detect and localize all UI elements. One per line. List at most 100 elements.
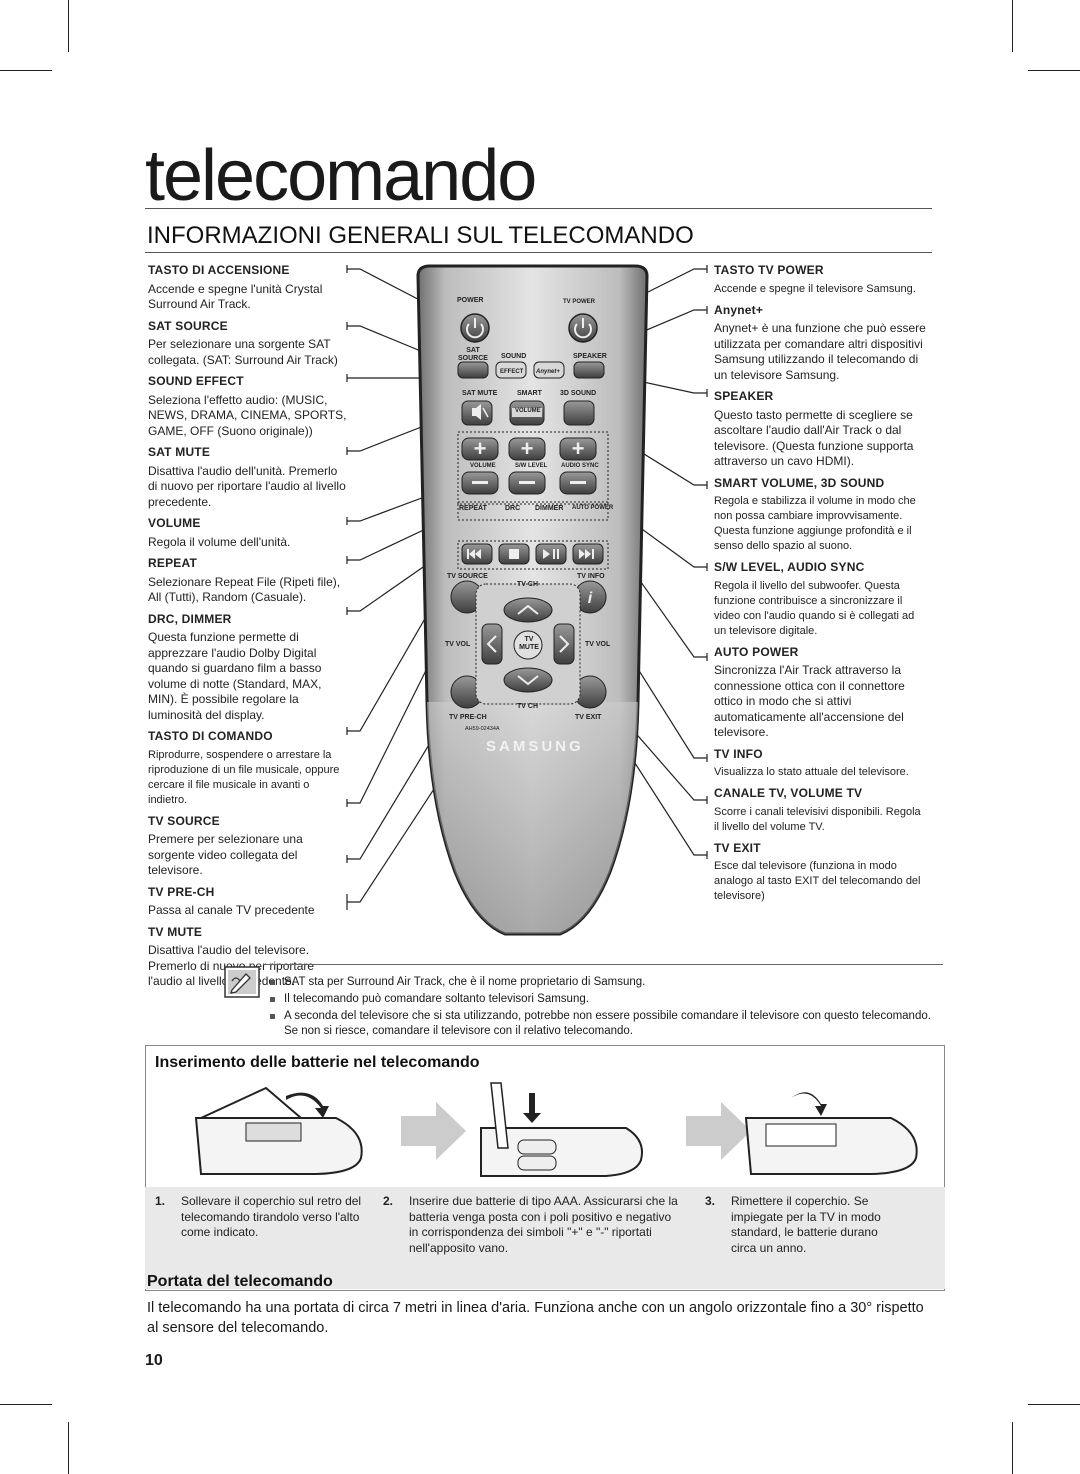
remote-label-tv-vol-left: TV VOL (445, 641, 471, 648)
list-item: TV EXIT Esce dal televisore (funziona in … (714, 841, 926, 905)
item-desc: Premere per selezionare una sorgente vid… (148, 832, 303, 877)
remote-label-tv-pre-ch: TV PRE-CH (449, 714, 487, 721)
crop-mark (0, 70, 52, 71)
page-number: 10 (145, 1352, 163, 1369)
notes-list: SAT sta per Surround Air Track, che è il… (268, 975, 938, 1041)
item-title: VOLUME (148, 516, 201, 530)
item-title: AUTO POWER (714, 644, 799, 659)
remote-label-sw-level: S/W LEVEL (515, 463, 548, 469)
item-title: TV SOURCE (148, 813, 220, 828)
item-desc: Regola il volume dell'unità. (148, 534, 291, 549)
item-title: REPEAT (148, 556, 197, 570)
list-item: REPEAT Selezionare Repeat File (Ripeti fi… (148, 556, 348, 606)
play-pause-icon (535, 543, 567, 565)
step-number: 1. (155, 1194, 166, 1208)
arrow-right-icon (686, 1102, 751, 1160)
remote-model-number: AH59-02434A (465, 726, 500, 732)
note-icon (224, 966, 260, 998)
power-icon (460, 313, 490, 343)
item-title: TV INFO (714, 746, 763, 761)
item-desc: Questa funzione permette di apprezzare l… (148, 630, 322, 722)
volume-minus-icon (461, 471, 499, 495)
item-title: TASTO DI COMANDO (148, 729, 273, 743)
item-desc: Scorre i canali televisivi disponibili. … (714, 805, 921, 833)
remote-back-illustration-3 (744, 1092, 918, 1175)
battery-illustrations (194, 1082, 918, 1177)
item-desc: Disattiva l'audio dell'unità. Premerlo d… (148, 463, 346, 509)
item-desc: Visualizza lo stato attuale del televiso… (714, 766, 909, 778)
crop-mark (68, 0, 69, 52)
sw-level-plus-icon: + (508, 436, 546, 461)
step-text: Rimettere il coperchio. Se impiegate per… (731, 1194, 881, 1255)
item-title: SPEAKER (714, 389, 774, 403)
remote-label-sound: SOUND (501, 353, 527, 360)
stop-icon (498, 543, 530, 565)
remote-label-tv-vol-right: TV VOL (585, 641, 611, 648)
remote-label-3d-sound: 3D SOUND (560, 390, 597, 397)
remote-label-tv-source: TV SOURCE (447, 573, 488, 580)
previous-icon (461, 543, 493, 565)
info-icon: i (588, 590, 593, 607)
next-icon (572, 543, 604, 565)
list-item: DRC, DIMMER Questa funzione permette di a… (148, 612, 348, 724)
range-section-title: Portata del telecomando (147, 1273, 333, 1290)
remote-back-illustration-2 (480, 1082, 643, 1177)
divider (145, 208, 932, 209)
battery-section-title: Inserimento delle batterie nel telecoman… (155, 1054, 480, 1071)
remote-label-anynet: Anynet+ (536, 369, 560, 375)
item-desc: Sincronizza l'Air Track attraverso la co… (714, 663, 905, 739)
remote-label-tv-exit: TV EXIT (575, 714, 602, 721)
crop-mark (1028, 1404, 1080, 1405)
item-title: TV EXIT (714, 840, 761, 855)
remote-label-audio-sync: AUDIO SYNC (561, 463, 599, 469)
channel-down-icon (503, 667, 553, 693)
item-desc: Per selezionare una sorgente SAT collega… (148, 337, 338, 367)
item-title: TV MUTE (148, 924, 203, 939)
note-item: SAT sta per Surround Air Track, che è il… (268, 975, 938, 990)
item-title: DRC, DIMMER (148, 611, 232, 626)
remote-label-tv-ch-bottom: TV CH (517, 703, 538, 710)
mute-icon (472, 404, 489, 420)
list-item: VOLUME Regola il volume dell'unità. (148, 516, 348, 550)
item-desc: Seleziona l'effetto audio: (MUSIC, NEWS,… (148, 392, 347, 438)
crop-mark (68, 1422, 69, 1474)
arrow-right-icon (401, 1102, 466, 1160)
remote-label-power: POWER (457, 297, 484, 304)
remote-label-volume-smart: VOLUME (515, 408, 541, 414)
item-desc: Questo tasto permette di scegliere se as… (714, 407, 914, 469)
note-item: A seconda del televisore che si sta util… (268, 1009, 938, 1039)
volume-up-icon (553, 623, 575, 665)
item-desc: Anynet+ è una funzione che può essere ut… (714, 321, 926, 382)
range-section-text: Il telecomando ha una portata di circa 7… (147, 1300, 924, 1336)
tv-power-icon (568, 313, 598, 343)
item-desc: Esce dal televisore (funziona in modo an… (714, 860, 921, 902)
remote-label-tv-mute: TV MUTE (519, 636, 539, 651)
step-text: Sollevare il coperchio sul retro del tel… (181, 1194, 362, 1239)
volume-plus-icon: + (461, 436, 499, 461)
item-desc: Accende e spegne l'unità Crystal Surroun… (148, 281, 323, 312)
item-title: TASTO TV POWER (714, 263, 824, 277)
remote-label-drc: DRC (505, 505, 521, 512)
remote-label-repeat: REPEAT (459, 505, 487, 512)
item-desc: Selezionare Repeat File (Ripeti file), A… (148, 574, 341, 605)
list-item: TV INFO Visualizza lo stato attuale del t… (714, 747, 926, 781)
crop-mark (1012, 0, 1013, 52)
list-item: TV SOURCE Premere per selezionare una sor… (148, 814, 348, 879)
remote-label-volume: VOLUME (470, 463, 496, 469)
remote-label-dimmer: DIMMER (535, 505, 564, 512)
remote-label-auto-power: AUTO POWER (572, 505, 614, 511)
audio-sync-plus-icon: + (559, 436, 597, 461)
remote-label-tv-power: TV POWER (563, 299, 596, 305)
remote-label-tv-info: TV INFO (577, 573, 605, 580)
svg-text:+: + (521, 436, 534, 461)
samsung-logo: SAMSUNG (486, 738, 584, 755)
item-title: Anynet+ (714, 302, 764, 317)
item-desc: Riprodurre, sospendere o arrestare la ri… (148, 748, 340, 806)
